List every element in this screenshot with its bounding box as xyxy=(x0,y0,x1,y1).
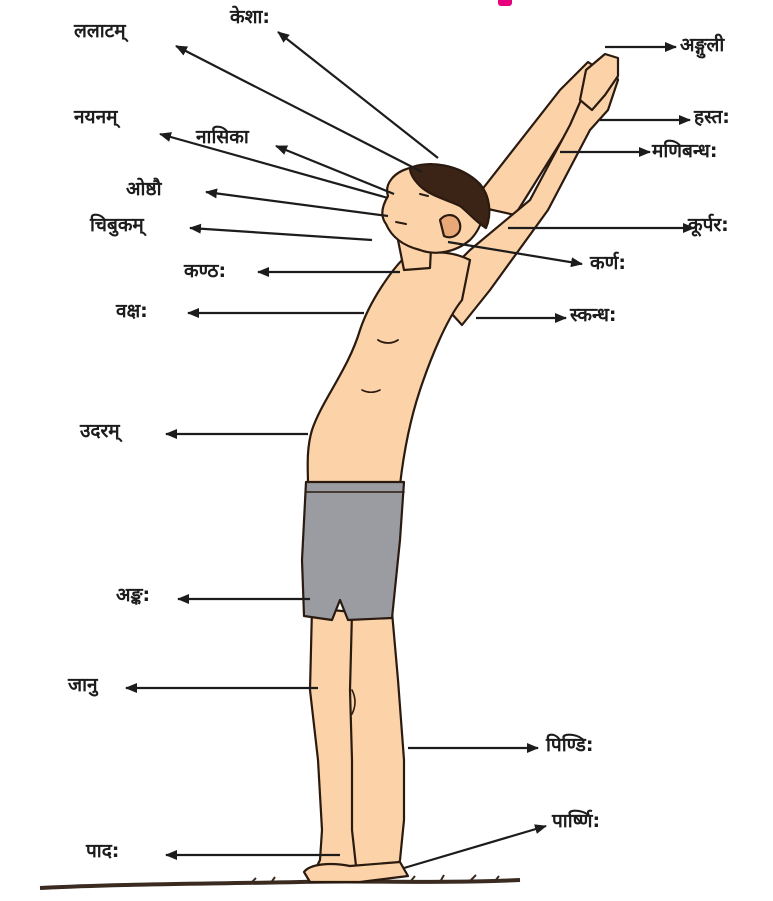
rear-leg xyxy=(348,610,404,874)
hands xyxy=(580,54,618,110)
label-nasika: नासिका xyxy=(196,128,249,147)
label-parshnih: पार्ष्णि: xyxy=(552,812,600,831)
label-skandhah: स्कन्ध: xyxy=(570,306,617,325)
label-nayanam: नयनम् xyxy=(74,108,117,127)
label-karnah: कर्ण: xyxy=(590,254,626,273)
arrow-oshthau xyxy=(206,192,388,216)
shorts xyxy=(302,482,404,620)
front-leg xyxy=(310,608,356,880)
arrow-parshnih xyxy=(404,826,546,868)
ear xyxy=(440,215,460,237)
label-kesha: केशा: xyxy=(230,8,270,27)
label-janu: जानु xyxy=(68,676,98,695)
label-lalatam: ललाटम् xyxy=(74,22,126,41)
label-ankah: अङ्क: xyxy=(116,586,150,605)
label-vakshah: वक्ष: xyxy=(116,302,148,321)
person-figure xyxy=(302,54,618,882)
arrow-nayanam xyxy=(160,134,388,198)
arrow-nasika xyxy=(276,146,394,194)
label-kurparah: कूर्पर: xyxy=(688,216,729,235)
arrow-lalatam xyxy=(176,46,422,172)
label-hastah: हस्त: xyxy=(694,108,730,127)
pointer-arrows xyxy=(126,32,694,868)
label-manibandhah: मणिबन्ध: xyxy=(652,142,717,161)
torso xyxy=(308,252,470,485)
label-chibukam: चिबुकम् xyxy=(90,216,144,235)
label-udaram: उदरम् xyxy=(80,422,120,441)
label-padah: पाद: xyxy=(86,842,119,861)
ground-line xyxy=(40,880,520,888)
label-oshthau: ओष्ठौ xyxy=(126,180,162,199)
feet xyxy=(304,862,408,882)
arrow-chibukam xyxy=(190,228,372,240)
label-anguli: अङ्गुली xyxy=(680,36,724,55)
label-pindih: पिण्डि: xyxy=(546,736,593,755)
label-kanthah: कण्ठ: xyxy=(184,262,226,281)
